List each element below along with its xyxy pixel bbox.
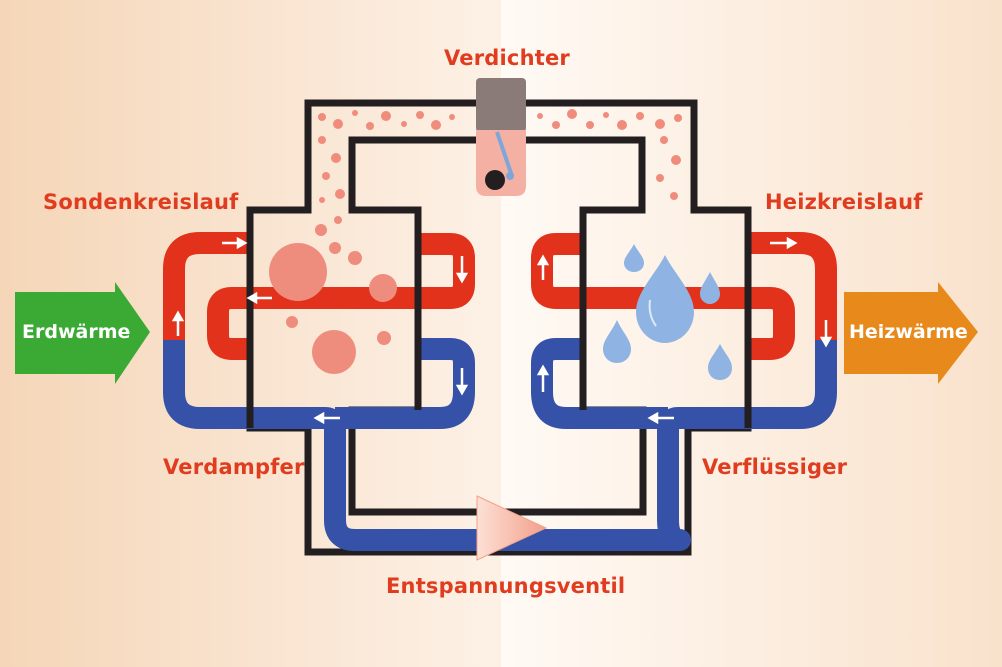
large-droplet: [636, 255, 694, 343]
refrigerant-overlay: [246, 210, 752, 428]
compressor-rod: [495, 131, 514, 177]
heating-loop-label: Heizkreislauf: [765, 190, 923, 214]
compressor-piston: [485, 170, 505, 190]
source-loop-hot-inner: [207, 233, 475, 360]
expansion-valve: [476, 495, 548, 561]
heating-heat-arrow: [844, 282, 978, 384]
arrow-left-icon: [246, 291, 272, 305]
arrow-up-icon: [536, 364, 550, 392]
condenser-label: Verflüssiger: [702, 455, 848, 479]
droplet: [624, 244, 644, 272]
droplet: [708, 344, 732, 380]
source-loop-label: Sondenkreislauf: [43, 190, 239, 214]
source-loop-cold-inner: [335, 338, 475, 429]
arrow-down-icon: [455, 368, 469, 396]
ground-heat-arrow: [15, 282, 150, 384]
heating-heat-label: Heizwärme: [849, 321, 968, 343]
flow-arrows: [171, 236, 833, 425]
arrow-right-icon: [770, 236, 798, 250]
droplet: [700, 272, 720, 304]
arrow-right-icon: [222, 236, 248, 250]
arrow-left-icon: [647, 411, 674, 425]
compressor: [476, 78, 526, 196]
expansion-valve-label: Entspannungsventil: [386, 574, 626, 598]
heating-loop-hot-outer: [750, 232, 837, 340]
arrow-up-icon: [171, 310, 185, 336]
droplet: [603, 320, 631, 363]
expansion-valve-cone: [476, 495, 548, 561]
compressor-label: Verdichter: [444, 46, 570, 70]
evaporator-bubbles: [269, 216, 397, 374]
evaporator-label: Verdampfer: [163, 455, 305, 479]
arrow-left-icon: [313, 411, 340, 425]
arrow-down-icon: [819, 320, 833, 348]
source-loop-hot-outer: [163, 232, 248, 340]
compressor-top: [476, 78, 526, 132]
ground-heat-label: Erdwärme: [22, 321, 131, 343]
droplet-highlight: [648, 299, 657, 327]
arrow-up-icon: [536, 254, 550, 280]
vapor-bubbles: [318, 109, 682, 203]
arrow-down-icon: [455, 256, 469, 284]
condenser-droplets: [603, 244, 732, 380]
